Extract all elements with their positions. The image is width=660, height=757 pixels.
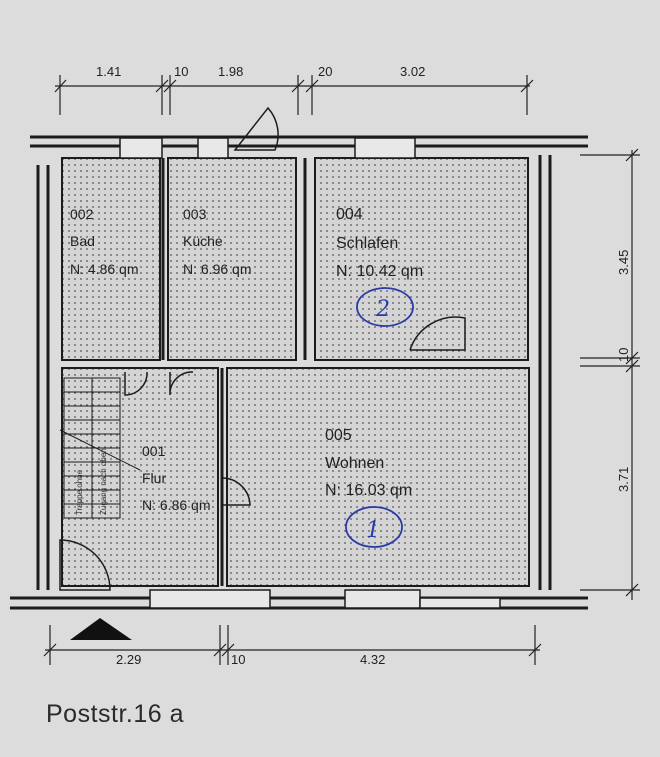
windows bbox=[119, 137, 501, 609]
room-flur-area: N: 6.86 qm bbox=[142, 497, 210, 513]
dim-right-1: 3.45 bbox=[616, 250, 631, 275]
handwritten-mark-2: 2 bbox=[356, 287, 414, 327]
room-flur-number: 001 bbox=[142, 443, 166, 459]
entrance-arrow-icon bbox=[70, 618, 132, 640]
dim-top-1: 1.41 bbox=[96, 64, 121, 79]
stairs bbox=[59, 377, 141, 519]
dim-top-5: 3.02 bbox=[400, 64, 425, 79]
room-bad-name: Bad bbox=[70, 233, 95, 249]
room-schlafen-name: Schlafen bbox=[336, 235, 398, 252]
room-bad-area: N: 4.86 qm bbox=[70, 261, 138, 277]
room-kueche-area: N: 6.96 qm bbox=[183, 261, 251, 277]
right-dimension-line bbox=[580, 148, 640, 600]
stair-label-2: Zugang nach oben bbox=[99, 448, 108, 515]
handwritten-mark-1: 1 bbox=[345, 506, 403, 548]
room-wohnen-area: N: 16.03 qm bbox=[325, 482, 412, 499]
room-flur-name: Flur bbox=[142, 470, 166, 486]
room-schlafen-number: 004 bbox=[336, 206, 363, 223]
dim-bottom-1: 2.29 bbox=[116, 652, 141, 667]
dim-top-3: 1.98 bbox=[218, 64, 243, 79]
room-fills bbox=[61, 157, 530, 587]
dim-top-4: 20 bbox=[318, 64, 332, 79]
svg-text:2: 2 bbox=[375, 297, 390, 322]
room-kueche-name: Küche bbox=[183, 233, 223, 249]
room-wohnen-name: Wohnen bbox=[325, 455, 384, 472]
room-schlafen-area: N: 10.42 qm bbox=[336, 263, 423, 280]
dim-right-2: 10 bbox=[616, 348, 631, 362]
dim-top-2: 10 bbox=[174, 64, 188, 79]
doors bbox=[59, 106, 466, 591]
svg-text:1: 1 bbox=[366, 518, 380, 543]
dim-bottom-3: 4.32 bbox=[360, 652, 385, 667]
room-wohnen-number: 005 bbox=[325, 427, 352, 444]
room-kueche-number: 003 bbox=[183, 206, 207, 222]
bottom-dimension-line bbox=[43, 625, 542, 665]
stair-label-1: Treppe ohne bbox=[75, 469, 84, 515]
dim-bottom-2: 10 bbox=[231, 652, 245, 667]
address-label: Poststr.16 a bbox=[46, 700, 185, 728]
top-dimension-line bbox=[54, 75, 534, 115]
dim-right-3: 3.71 bbox=[616, 467, 631, 492]
room-bad-number: 002 bbox=[70, 206, 94, 222]
